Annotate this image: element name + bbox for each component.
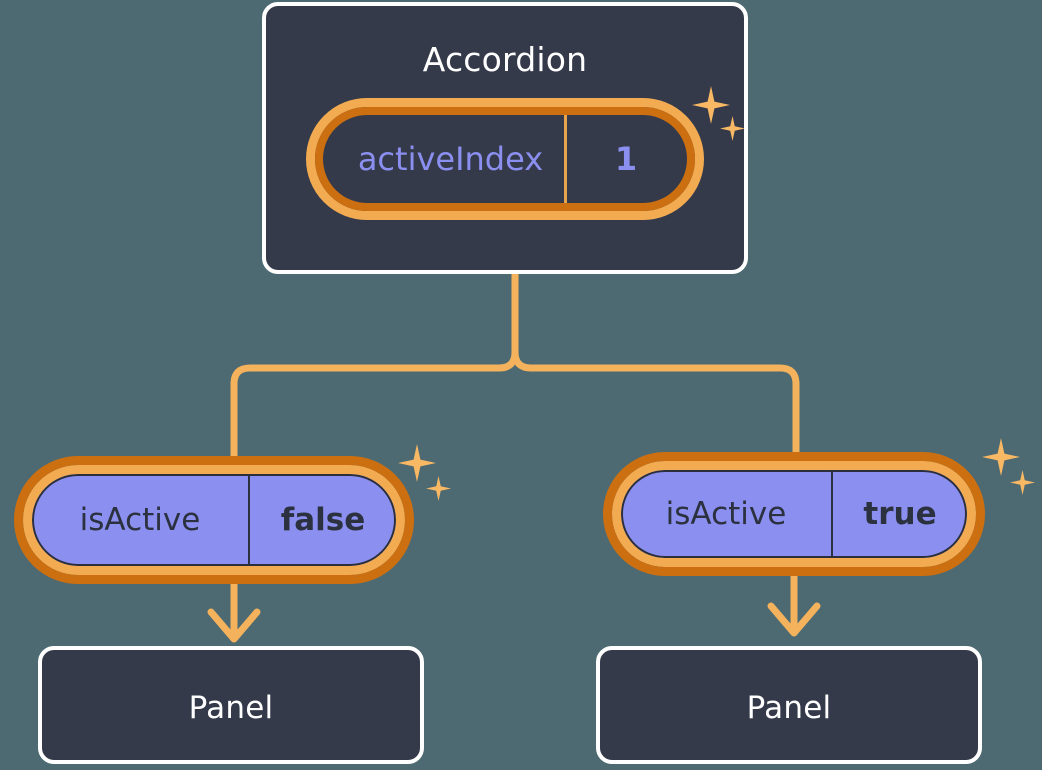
component-title-accordion: Accordion [422,40,588,79]
connector-root-to-children [511,270,800,464]
sparkle-four-point-icon [426,476,451,501]
state-key-is-active-left: isActive [32,474,250,566]
state-pill-is-active-left[interactable]: isActive false [14,456,414,584]
component-box-panel-left[interactable]: Panel [38,646,424,764]
state-pill-active-index[interactable]: activeIndex 1 [306,98,704,220]
sparkle-four-point-icon [398,444,436,482]
component-title-panel-left: Panel [188,690,274,726]
arrowhead-left-panel [207,608,261,643]
sparkle-four-point-icon [982,438,1020,476]
state-value-active-index: 1 [614,140,638,178]
state-value-is-active-right: true [863,496,937,532]
state-key-is-active-right: isActive [621,470,833,558]
state-value-is-active-left: false [280,502,366,538]
component-box-panel-right[interactable]: Panel [596,646,982,764]
state-pill-is-active-right[interactable]: isActive true [603,452,985,576]
sparkle-group-left [398,444,460,508]
sparkle-four-point-icon [1010,470,1035,495]
state-key-active-index: activeIndex [315,107,567,211]
arrowhead-right-panel [767,602,821,637]
connector-root-to-left-child [230,348,519,468]
sparkle-group-right [982,438,1042,502]
component-title-panel-right: Panel [746,690,832,726]
